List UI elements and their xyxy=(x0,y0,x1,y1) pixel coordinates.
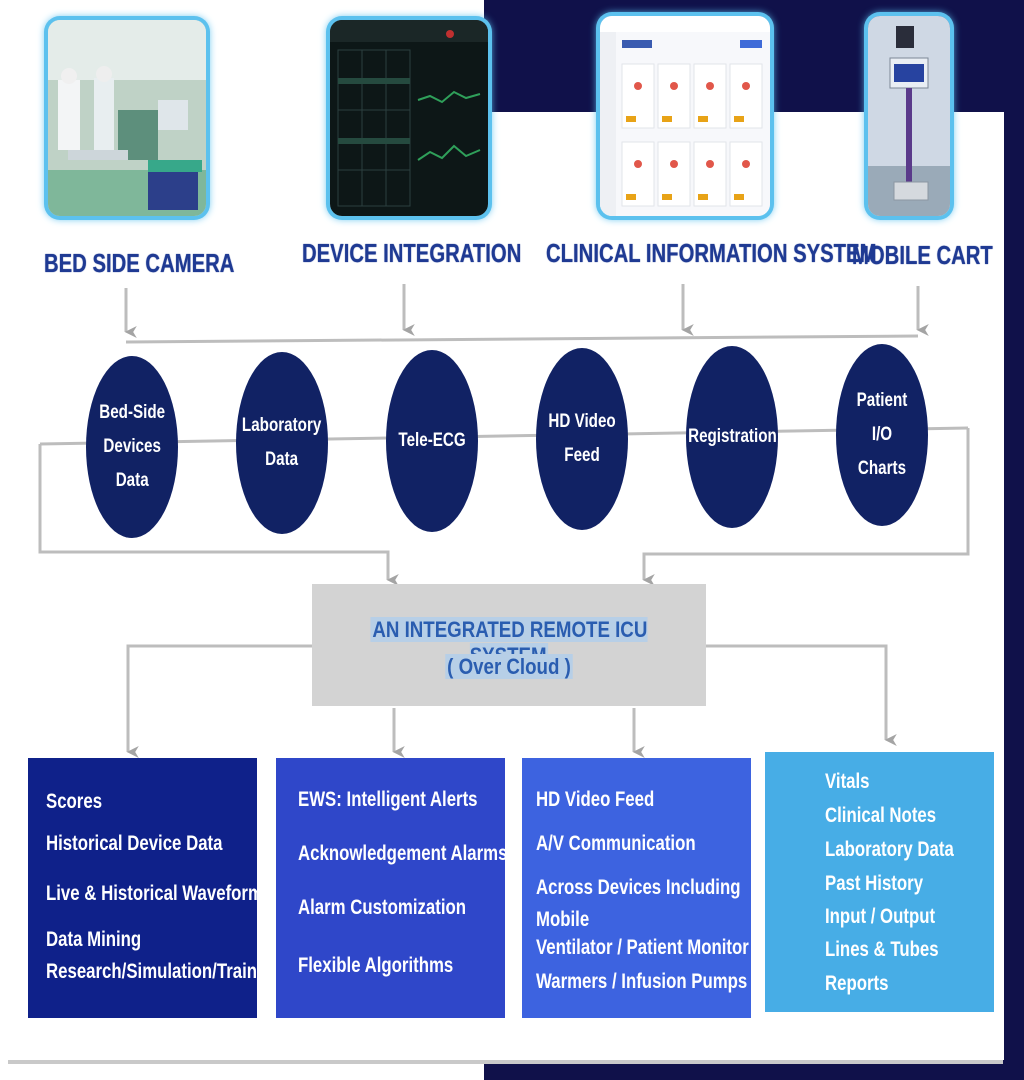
central-system-box: AN INTEGRATED REMOTE ICU SYSTEM ( Over C… xyxy=(312,584,706,706)
output-item: Input / Output xyxy=(825,905,936,928)
circle-registration: Registration xyxy=(686,346,778,528)
circle-label: Bed-Side Devices Data xyxy=(99,402,165,491)
output-box-clinical: Vitals Clinical Notes Laboratory Data Pa… xyxy=(765,752,994,1012)
bottom-divider xyxy=(8,1060,1003,1064)
mobile-cart-image xyxy=(868,16,950,216)
output-item: Past History xyxy=(825,872,924,895)
output-item: Flexible Algorithms xyxy=(298,954,454,977)
output-item: Reports xyxy=(825,972,889,995)
central-subtitle-line: ( Over Cloud ) xyxy=(342,654,677,680)
output-item: Warmers / Infusion Pumps Data xyxy=(536,970,789,993)
output-item: Across Devices Including xyxy=(536,876,741,899)
circle-label: Patient I/O Charts xyxy=(856,390,908,479)
output-item: HD Video Feed xyxy=(536,788,655,811)
circle-label: Laboratory Data xyxy=(242,415,322,470)
output-box-alerts: EWS: Intelligent Alerts Acknowledgement … xyxy=(276,758,508,1018)
output-item: Laboratory Data xyxy=(825,838,954,861)
central-subtitle: ( Over Cloud ) xyxy=(445,654,573,679)
output-item: Lines & Tubes xyxy=(825,938,939,961)
source-label-device-integration: DEVICE INTEGRATION xyxy=(302,238,522,268)
output-item: EWS: Intelligent Alerts xyxy=(298,788,478,811)
output-item: Research/Simulation/Training xyxy=(46,960,283,983)
circle-laboratory-data: Laboratory Data xyxy=(236,352,328,534)
circle-hd-video-feed: HD Video Feed xyxy=(536,348,628,530)
output-item: Data Mining xyxy=(46,928,142,951)
circle-label: HD Video Feed xyxy=(548,411,616,466)
circle-label: Tele-ECG xyxy=(398,430,466,451)
circle-patient-io-charts: Patient I/O Charts xyxy=(836,344,928,526)
output-item: A/V Communication xyxy=(536,832,696,855)
output-box-communication: HD Video Feed A/V Communication Across D… xyxy=(522,758,788,1018)
device-integration-image xyxy=(330,20,488,216)
output-item: Vitals xyxy=(825,770,870,793)
bedside-camera-image xyxy=(48,20,206,216)
circle-bed-side-devices-data: Bed-Side Devices Data xyxy=(86,356,178,538)
output-item: Clinical Notes xyxy=(825,804,937,827)
source-label-bed-side-camera: BED SIDE CAMERA xyxy=(44,248,235,278)
output-item: Mobile xyxy=(536,908,590,931)
circle-label: Registration xyxy=(687,426,777,447)
output-item: Scores xyxy=(46,790,103,813)
output-item: Live & Historical Waveforms xyxy=(46,882,273,905)
output-item: Acknowledgement Alarms xyxy=(298,842,508,865)
output-box-data: Scores Historical Device Data Live & His… xyxy=(28,758,282,1018)
output-item: Historical Device Data xyxy=(46,832,223,855)
circle-tele-ecg: Tele-ECG xyxy=(386,350,478,532)
source-label-mobile-cart: MOBILE CART xyxy=(852,240,993,270)
source-label-clinical-information-system: CLINICAL INFORMATION SYSTEM xyxy=(546,238,877,268)
output-item: Ventilator / Patient Monitor / xyxy=(536,936,759,959)
output-item: Alarm Customization xyxy=(298,896,467,919)
clinical-information-system-image xyxy=(600,16,770,216)
